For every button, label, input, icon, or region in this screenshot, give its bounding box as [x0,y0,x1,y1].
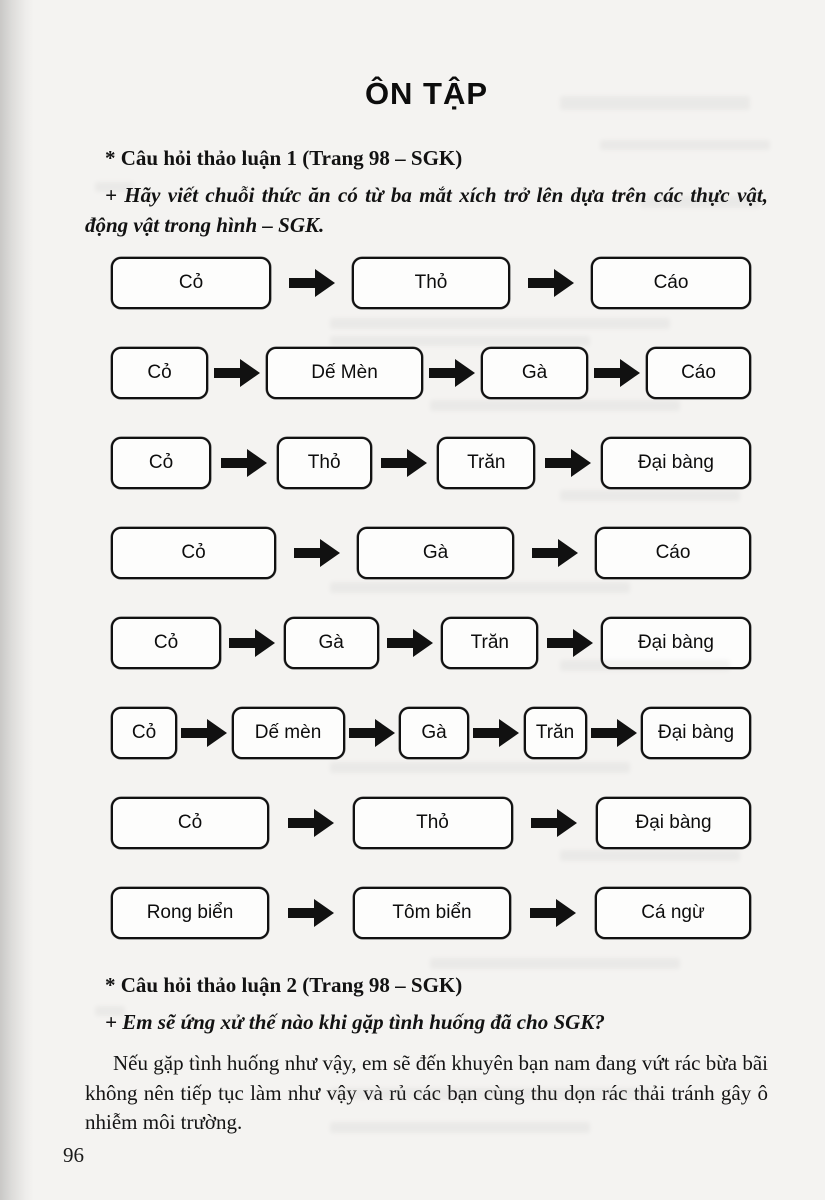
arrow-right-icon [287,808,334,837]
food-chain-row: Cỏ Thỏ Cáo [111,256,751,309]
food-chain-row: Cỏ Thỏ Trăn Đại bàng [111,436,751,489]
food-chain-box: Cáo [646,346,751,399]
food-chain-row: Cỏ Gà Cáo [111,526,751,579]
food-chain-box: Gà [357,526,514,579]
food-chain-box: Gà [399,706,469,759]
section2-answer: Nếu gặp tình huống như vậy, em sẽ đến kh… [85,1051,768,1135]
arrow-right-icon [429,358,475,387]
food-chain-box: Gà [481,346,588,399]
food-chain-box: Cỏ [111,706,177,759]
page-number: 96 [63,1143,84,1167]
arrow-right-icon [348,718,395,747]
food-chain-row: Cỏ Dế mèn Gà Trăn Đại bàng [111,706,751,759]
section2-prompt: + Em sẽ ứng xử thế nào khi gặp tình huốn… [105,1009,605,1034]
section1-heading: * Câu hỏi thảo luận 1 (Trang 98 – SGK) [105,146,463,170]
food-chain-row: Cỏ Gà Trăn Đại bàng [111,616,751,669]
page-binding-shadow [0,0,34,1200]
food-chain-box: Thỏ [352,796,513,849]
food-chain-row: Cỏ Thỏ Đại bàng [111,796,751,849]
food-chain-box: Trăn [437,436,536,489]
food-chain-box: Cáo [591,256,751,309]
arrow-right-icon [214,358,260,387]
arrow-right-icon [288,268,335,297]
arrow-right-icon [594,358,640,387]
food-chain-box: Đại bàng [596,796,751,849]
arrow-right-icon [288,898,334,927]
arrow-right-icon [531,538,578,567]
arrow-right-icon [531,808,578,837]
arrow-right-icon [527,268,574,297]
arrow-right-icon [473,718,520,747]
arrow-right-icon [530,898,576,927]
food-chain-box: Trăn [523,706,587,759]
food-chain-box: Gà [283,616,379,669]
food-chain-box: Cỏ [111,796,269,849]
food-chain-box: Thỏ [276,436,372,489]
food-chain-box: Cỏ [111,436,211,489]
food-chain-box: Đại bàng [600,436,751,489]
food-chain-box: Tôm biển [353,886,511,939]
food-chain-box: Dế mèn [231,706,345,759]
food-chain-box: Cỏ [111,526,276,579]
arrow-right-icon [229,628,276,657]
food-chain-box: Cỏ [111,616,221,669]
arrow-right-icon [386,628,433,657]
section1-prompt: + Hãy viết chuỗi thức ăn có từ ba mắt xí… [85,183,768,237]
arrow-right-icon [381,448,428,477]
food-chain-box: Cỏ [111,256,271,309]
arrow-right-icon [293,538,340,567]
page-content: ÔN TẬP * Câu hỏi thảo luận 1 (Trang 98 –… [85,0,768,1200]
page-title: ÔN TẬP [364,76,489,111]
food-chain-box: Trăn [441,616,539,669]
food-chain-box: Thỏ [352,256,510,309]
section2-heading: * Câu hỏi thảo luận 2 (Trang 98 – SGK) [105,972,463,997]
food-chain-box: Cáo [595,526,751,579]
arrow-right-icon [546,628,593,657]
food-chain-box: Cỏ [111,346,208,399]
arrow-right-icon [590,718,637,747]
arrow-right-icon [181,718,228,747]
food-chain-row: Cỏ Dế Mèn Gà Cáo [111,346,751,399]
food-chain-box: Dế Mèn [266,346,423,399]
food-chain-row: Rong biển Tôm biển Cá ngừ [111,886,751,939]
arrow-right-icon [220,448,267,477]
food-chain-box: Đại bàng [641,706,751,759]
food-chain-box: Cá ngừ [595,886,751,939]
food-chain-box: Đại bàng [600,616,751,669]
food-chain-box: Rong biển [111,886,269,939]
arrow-right-icon [545,448,592,477]
